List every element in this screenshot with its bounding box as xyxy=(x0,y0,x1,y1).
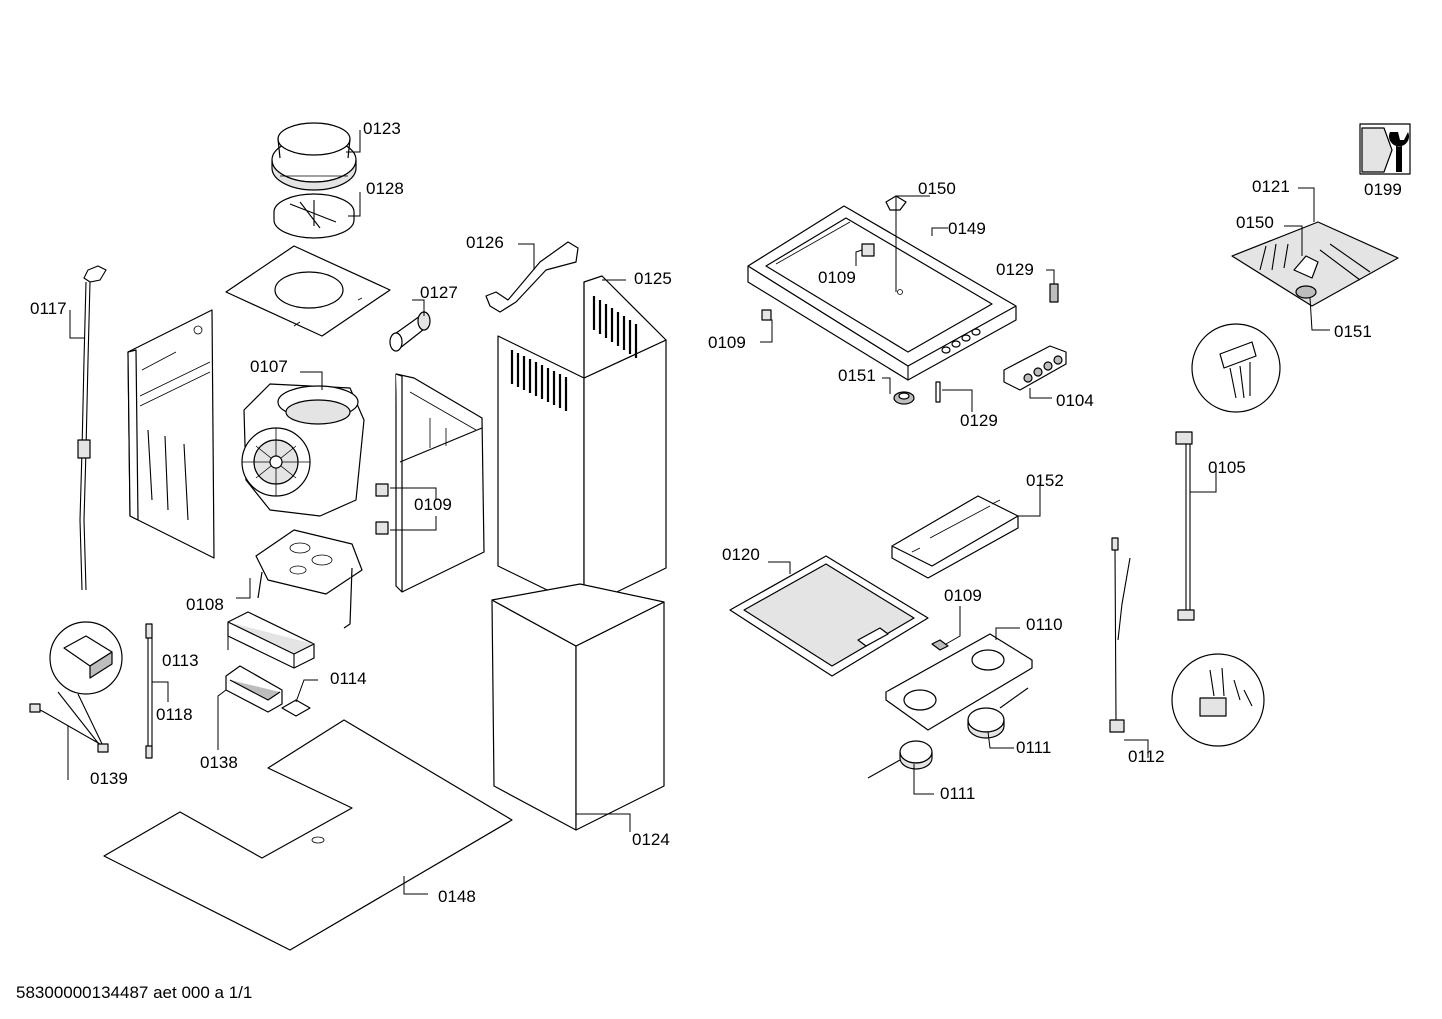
label-0148: 0148 xyxy=(438,887,476,906)
part-0127-charcoal-cartridge xyxy=(389,311,431,352)
label-0128: 0128 xyxy=(366,179,404,198)
label-0123: 0123 xyxy=(363,119,401,138)
label-0114: 0114 xyxy=(330,669,367,688)
part-0199-tool-icon xyxy=(1359,123,1411,175)
part-0111-knob-b xyxy=(867,740,933,779)
label-0152: 0152 xyxy=(1026,471,1064,490)
label-0112: 0112 xyxy=(1128,747,1165,766)
part-0113-capacitor-box xyxy=(227,611,315,669)
label-0125: 0125 xyxy=(634,269,672,288)
part-0117-power-cord xyxy=(77,265,107,591)
part-0108-motor-bracket xyxy=(255,529,363,629)
part-0148-ceiling-plate xyxy=(103,719,513,951)
label-0150-right: 0150 xyxy=(1236,213,1274,232)
part-labels: 0123 0128 0117 0107 0127 0126 0125 0109 … xyxy=(30,119,1402,906)
label-0111-a: 0111 xyxy=(1016,738,1051,757)
label-0139: 0139 xyxy=(90,769,128,788)
part-0149-hood-body xyxy=(747,205,1017,381)
label-0109-low: 0109 xyxy=(944,586,982,605)
label-0127: 0127 xyxy=(420,283,458,302)
part-0105-wiring-harness xyxy=(1171,323,1281,747)
label-0104: 0104 xyxy=(1056,391,1094,410)
label-0109-frame: 0109 xyxy=(414,495,452,514)
label-0151-mid: 0151 xyxy=(838,366,876,385)
part-0125-upper-chimney xyxy=(497,275,667,609)
part-0151-cap xyxy=(893,391,915,405)
control-buttons xyxy=(941,328,981,354)
part-0121-accessory-bag xyxy=(1231,221,1399,307)
part-0128-damper xyxy=(273,193,355,239)
label-0118: 0118 xyxy=(156,705,193,724)
part-top-plate xyxy=(225,245,391,337)
part-0152-mounting-rail xyxy=(891,495,1019,579)
part-0123-outlet-ring xyxy=(271,122,357,191)
part-0109-clip-small xyxy=(761,309,772,321)
part-0120-grease-filter xyxy=(729,555,929,677)
label-0105: 0105 xyxy=(1208,458,1246,477)
part-0107-blower xyxy=(241,383,365,517)
label-0121: 0121 xyxy=(1252,177,1290,196)
leader-lines xyxy=(67,130,1330,895)
label-0126: 0126 xyxy=(466,233,504,252)
part-0110-bottom-plate xyxy=(885,633,1033,731)
document-id-footer: 58300000134487 aet 000 a 1/1 xyxy=(16,983,252,1002)
label-0108: 0108 xyxy=(186,595,224,614)
part-0114-clip xyxy=(281,699,311,717)
label-0151-right: 0151 xyxy=(1334,322,1372,341)
label-0129-top: 0129 xyxy=(996,260,1034,279)
part-0124-lower-chimney xyxy=(491,583,665,831)
part-0129-rod xyxy=(935,381,941,403)
label-0138: 0138 xyxy=(200,753,238,772)
part-0139-connector-detail xyxy=(29,621,123,753)
label-0113: 0113 xyxy=(162,651,199,670)
label-0110: 0110 xyxy=(1026,615,1063,634)
label-0129-mid: 0129 xyxy=(960,411,998,430)
label-0124: 0124 xyxy=(632,830,670,849)
part-0138-terminal-box xyxy=(225,665,283,713)
part-0109-clip-low xyxy=(931,639,949,651)
part-back-frame xyxy=(127,309,215,559)
part-0111-knob-a xyxy=(967,687,1029,739)
label-0109-left: 0109 xyxy=(708,333,746,352)
label-0199: 0199 xyxy=(1364,180,1402,199)
part-0118-wire xyxy=(145,623,153,759)
part-0126-mounting-bracket xyxy=(485,241,579,313)
label-0111-b: 0111 xyxy=(940,784,975,803)
label-0117: 0117 xyxy=(30,299,67,318)
label-0149: 0149 xyxy=(948,219,986,238)
label-0150-top: 0150 xyxy=(918,179,956,198)
label-0109-hood: 0109 xyxy=(818,268,856,287)
part-0129-switch-block xyxy=(1049,283,1059,303)
part-side-frame xyxy=(375,373,485,593)
part-0112-wire xyxy=(1109,537,1131,733)
part-0104-control-board xyxy=(1003,345,1067,391)
label-0120: 0120 xyxy=(722,545,760,564)
label-0107: 0107 xyxy=(250,357,288,376)
